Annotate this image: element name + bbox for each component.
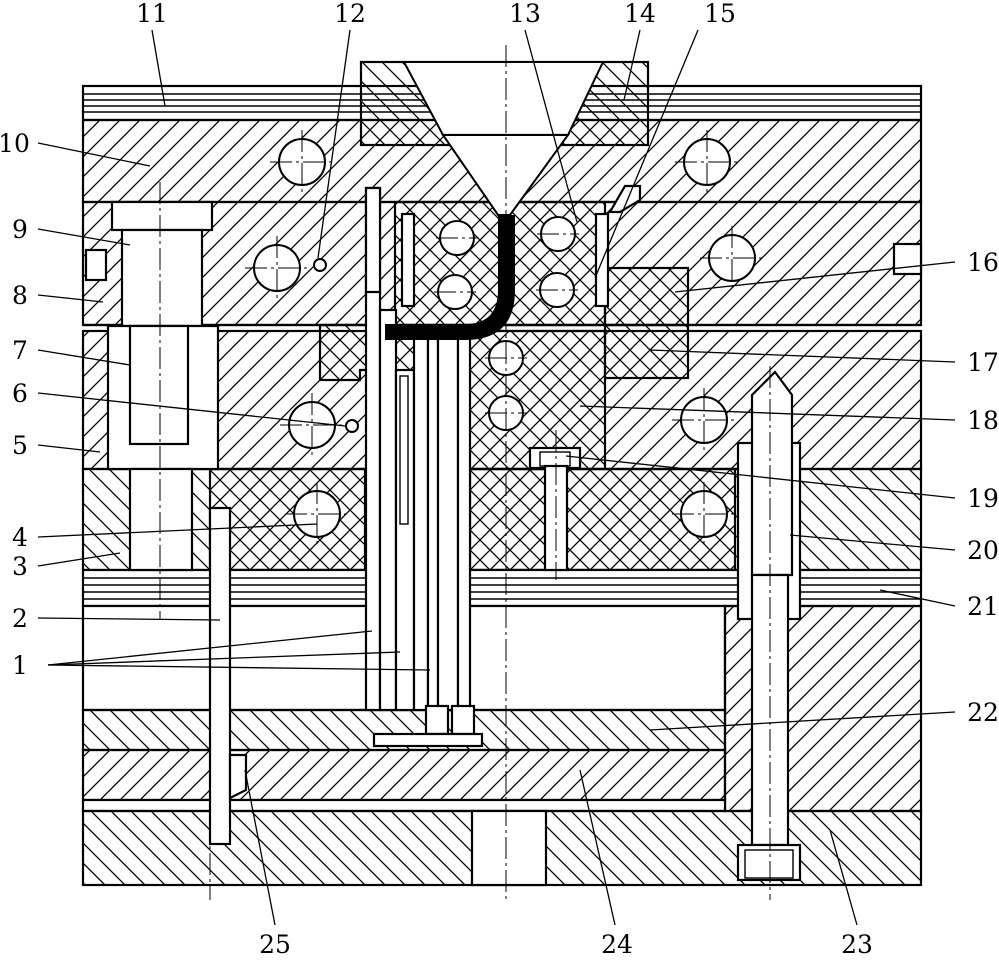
label-23: 23 — [841, 930, 873, 959]
label-13: 13 — [509, 0, 541, 28]
return-pin — [208, 506, 232, 846]
centerlines — [159, 45, 771, 900]
label-25: 25 — [259, 930, 291, 959]
label-12: 12 — [334, 0, 366, 28]
label-15: 15 — [704, 0, 736, 28]
ejector-plate — [81, 748, 727, 802]
label-20: 20 — [967, 536, 999, 565]
label-9: 9 — [12, 215, 28, 244]
label-6: 6 — [12, 379, 28, 408]
label-11: 11 — [136, 0, 168, 28]
label-10: 10 — [0, 129, 30, 158]
label-21: 21 — [967, 592, 999, 621]
label-8: 8 — [12, 281, 28, 310]
guide-bolt-right — [736, 370, 802, 882]
label-18: 18 — [967, 406, 999, 435]
label-17: 17 — [967, 348, 999, 377]
label-3: 3 — [12, 552, 28, 581]
label-7: 7 — [12, 336, 28, 365]
stop-pin — [228, 753, 248, 800]
sprue-bushing — [359, 60, 650, 216]
guide-pin-left — [84, 200, 220, 572]
label-14: 14 — [624, 0, 656, 28]
label-19: 19 — [967, 484, 999, 513]
label-24: 24 — [601, 930, 633, 959]
label-16: 16 — [967, 248, 999, 277]
ejector-pins — [364, 184, 642, 748]
side-core-block — [603, 266, 690, 380]
molded-part — [385, 215, 515, 340]
label-2: 2 — [12, 604, 28, 633]
label-5: 5 — [12, 431, 28, 460]
label-4: 4 — [12, 523, 28, 552]
label-1: 1 — [12, 651, 28, 680]
ejector-hole — [470, 809, 548, 887]
leader-lines — [37, 29, 956, 926]
label-22: 22 — [967, 698, 999, 727]
